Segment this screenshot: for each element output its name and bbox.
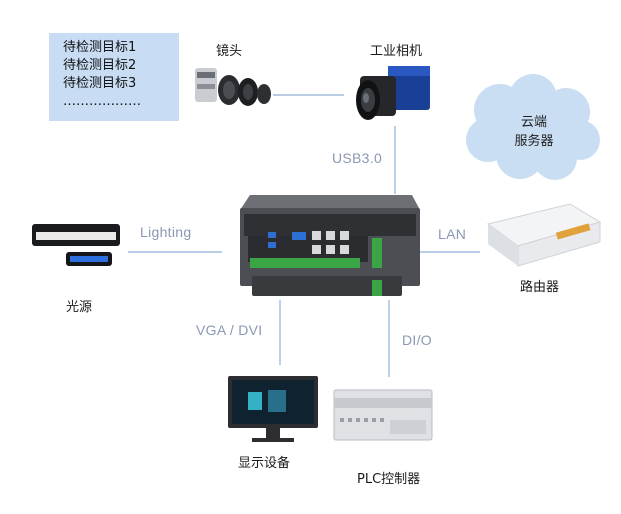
router-image — [486, 203, 602, 267]
cloud-shape — [466, 74, 600, 180]
display-image — [228, 376, 318, 442]
lan-connection-label: LAN — [438, 226, 467, 242]
usb-connection-label: USB3.0 — [332, 150, 383, 166]
lens-image — [195, 68, 271, 106]
industrial-pc-image — [240, 195, 420, 296]
dio-connection-label: DI/O — [402, 332, 432, 348]
display-label: 显示设备 — [238, 456, 291, 471]
plc-image — [333, 389, 433, 441]
plc-label: PLC控制器 — [357, 472, 421, 487]
target-line-ellipsis: ……………… — [63, 94, 141, 109]
router-label: 路由器 — [520, 280, 560, 295]
targets-box: 待检测目标1 待检测目标2 待检测目标3 ……………… — [49, 33, 179, 121]
camera-label: 工业相机 — [370, 44, 423, 59]
lens-label: 镜头 — [216, 44, 243, 59]
lighting-connection-label: Lighting — [140, 224, 192, 240]
light-source-image — [32, 224, 120, 266]
target-line-2: 待检测目标2 — [63, 58, 137, 73]
camera-image — [356, 66, 430, 120]
cloud-label: 云端 服务器 — [497, 113, 571, 151]
cloud-label-line2: 服务器 — [514, 134, 554, 149]
target-line-3: 待检测目标3 — [63, 76, 137, 91]
light-label: 光源 — [66, 300, 93, 315]
vga-connection-label: VGA / DVI — [196, 322, 263, 338]
cloud-label-line1: 云端 — [520, 115, 547, 130]
target-line-1: 待检测目标1 — [63, 40, 137, 55]
